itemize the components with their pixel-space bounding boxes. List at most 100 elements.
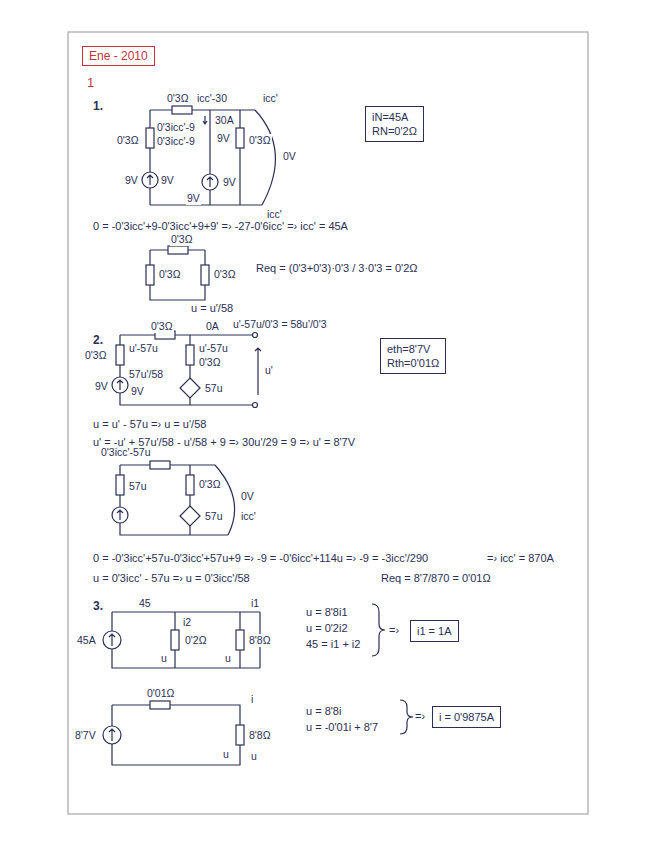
resistor-symbol (186, 475, 194, 495)
circuit-label: 0'01Ω (146, 687, 175, 700)
resistor-symbol (150, 461, 170, 469)
equation: u = 0'3icc' - 57u =› u = 0'3icc'/58 (92, 572, 251, 585)
equation: u = 8'8i (305, 705, 342, 718)
equation: u = 8'8i1 (305, 606, 349, 619)
equation: u = u'/58 (190, 302, 234, 315)
section-number: 2. (92, 334, 104, 347)
circuit-label: 9V (216, 132, 231, 145)
circuit-label: 0V (240, 490, 255, 503)
circuit-label: icc' (240, 510, 257, 523)
source-arrow (109, 634, 115, 646)
circuit-label: 57u'/58 (128, 368, 164, 381)
wire (150, 110, 262, 205)
circuit-label: 8'7V (74, 729, 97, 742)
result-text: Ene - 2010 (89, 49, 148, 63)
circuit-label: u (222, 748, 230, 761)
wire (112, 612, 260, 668)
circuit-label: 0'3Ω (116, 134, 140, 147)
result-text: RN=0'2Ω (372, 124, 417, 138)
circuit-label: 8'8Ω (248, 634, 272, 647)
result-text: Rth=0'01Ω (387, 356, 439, 370)
circuit-label: 0'2Ω (184, 634, 208, 647)
circuit-label: 0'3Ω (248, 134, 272, 147)
voltage-arrow (255, 348, 261, 395)
circuit-label: 57u (128, 480, 148, 493)
circuit-label: i2 (182, 616, 192, 629)
circuit-label: u (160, 652, 168, 665)
equation: Req = 8'7/870 = 0'01Ω (380, 572, 492, 585)
result-box: iN=45ARN=0'2Ω (365, 106, 424, 142)
source-arrow (109, 729, 115, 741)
circuit-label: 0'3icc'-57u (100, 446, 152, 459)
circuit-label: 0'3Ω (170, 233, 194, 246)
circuit-label: 0'3Ω (158, 268, 182, 281)
circuit-label: 0'3icc'-9 (156, 135, 196, 148)
wire (120, 335, 255, 405)
circuit-label: 9V (94, 380, 109, 393)
resistor-symbol (146, 265, 154, 285)
result-text: i = 0'9875A (439, 710, 494, 724)
resistor-symbol (116, 475, 124, 495)
circuit-label: 0'3Ω (150, 320, 174, 333)
source-symbol (103, 726, 121, 744)
paper-sheet (68, 32, 588, 814)
brace (372, 604, 385, 656)
source-symbol (112, 507, 128, 523)
dependent-source (180, 506, 200, 526)
circuit-label: u (224, 652, 232, 665)
result-box: eth=8'7VRth=0'01Ω (380, 338, 446, 374)
source-symbol (103, 631, 121, 649)
terminal-dot (253, 333, 258, 338)
circuit-label: i (250, 693, 254, 706)
circuit-label: u'-57u/0'3 = 58u'/0'3 (232, 318, 328, 331)
circuit-label: icc' (262, 92, 279, 105)
resistor-symbol (116, 345, 124, 365)
circuit-label: 0'3icc'-9 (156, 121, 196, 134)
circuit-label: 9V (130, 385, 145, 398)
result-text: i1 = 1A (417, 624, 452, 638)
resistor-symbol (186, 345, 194, 365)
source-arrow (117, 510, 123, 520)
wire (112, 705, 240, 765)
circuit-label: 8'8Ω (248, 729, 272, 742)
circuit-label: 0V (282, 150, 297, 163)
circuit-label: 9V (222, 176, 237, 189)
circuit-label: 9V (186, 192, 201, 205)
resistor-symbol (236, 630, 244, 650)
resistor-symbol (236, 128, 244, 148)
circuit-label: 0'3Ω (166, 92, 190, 105)
section-number: 1. (92, 100, 104, 113)
equation: =› (414, 710, 426, 723)
resistor-symbol (146, 128, 154, 148)
source-arrow (117, 380, 123, 390)
current-arrow (203, 116, 207, 124)
circuit-label: 45 (138, 597, 152, 610)
short-circuit-wire (255, 110, 275, 205)
resistor-symbol (150, 701, 170, 709)
equation: 45 = i1 + i2 (305, 638, 361, 651)
circuit-label: 0'3Ω (198, 356, 222, 369)
resistor-symbol (168, 246, 188, 254)
circuit-label: 0'3Ω (198, 478, 222, 491)
section-number: 1 (86, 76, 95, 89)
result-box: i = 0'9875A (432, 706, 501, 728)
dependent-source (180, 378, 200, 398)
terminal-dot (253, 403, 258, 408)
equation: u = 0'2i2 (305, 622, 349, 635)
wire (120, 465, 228, 535)
equation: 0 = -0'3icc'+57u-0'3icc'+57u+9 =› -9 = -… (92, 552, 429, 565)
equation: =› icc' = 870A (486, 552, 555, 565)
circuit-label: 57u (204, 510, 224, 523)
circuit-label: 9V (160, 174, 175, 187)
result-text: iN=45A (372, 110, 417, 124)
equation: =› (388, 624, 400, 637)
circuit-label: 0'3Ω (213, 268, 237, 281)
equation: u = u' - 57u =› u = u'/58 (92, 418, 207, 431)
resistor-symbol (172, 106, 192, 114)
wire (150, 250, 205, 300)
circuit-label: u'-57u (198, 342, 229, 355)
equation: u = -0'01i + 8'7 (305, 721, 379, 734)
source-symbol (112, 377, 128, 393)
circuit-label: 9V (124, 174, 139, 187)
circuit-label: 57u (204, 382, 224, 395)
